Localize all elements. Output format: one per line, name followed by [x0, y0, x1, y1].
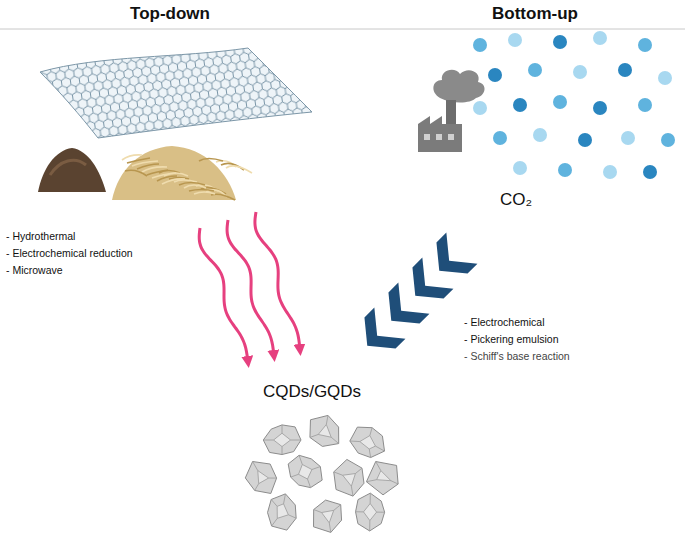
product-label: CQDs/GQDs [263, 382, 361, 402]
co2-dot [618, 63, 632, 77]
graphene-sheet [30, 40, 320, 145]
polyhedron [366, 462, 398, 495]
top-down-arrows [199, 212, 300, 362]
method-item: - Electrochemical reduction [6, 247, 133, 259]
co2-dot [473, 38, 487, 52]
wavy-arrow [227, 220, 274, 356]
method-item: - Hydrothermal [6, 230, 75, 242]
co2-dot [573, 65, 587, 79]
quantum-dots [245, 415, 398, 532]
co2-dot [658, 71, 672, 85]
co2-dot [661, 133, 675, 147]
molecule-label: CO₂ [500, 190, 532, 210]
section-heading: Top-down [130, 4, 210, 24]
co2-dot [473, 101, 487, 115]
polyhedron [310, 415, 339, 446]
method-item: - Pickering emulsion [464, 333, 559, 345]
polyhedron [263, 425, 301, 455]
co2-dot [533, 128, 547, 142]
co2-dot [638, 98, 652, 112]
co2-dot [558, 163, 572, 177]
wavy-arrow [255, 212, 300, 350]
co2-dot [513, 161, 527, 175]
co2-dot [621, 131, 635, 145]
polyhedron [314, 500, 342, 532]
method-item: - Electrochemical [464, 316, 545, 328]
co2-dot [508, 33, 522, 47]
co2-dot [553, 95, 567, 109]
co2-dot [513, 98, 527, 112]
polyhedron [350, 427, 385, 457]
method-item: - Microwave [6, 264, 63, 276]
wavy-arrow [199, 228, 248, 362]
co2-dot [638, 38, 652, 52]
co2-dot [528, 63, 542, 77]
co2-dot [603, 165, 617, 179]
co2-dot [643, 165, 657, 179]
co2-dot [593, 31, 607, 45]
co2-dot [553, 35, 567, 49]
header-rule [0, 29, 685, 30]
section-heading: Bottom-up [492, 4, 578, 24]
co2-molecules [473, 31, 675, 179]
polyhedron [268, 494, 297, 530]
polyhedron [356, 493, 385, 531]
straw-pile [112, 146, 252, 200]
polyhedron [288, 455, 322, 487]
soil-pile [38, 148, 106, 192]
method-item: - Schiff's base reaction [464, 350, 570, 362]
bottom-up-chevrons [352, 233, 478, 362]
co2-dot [578, 133, 592, 147]
co2-dot [488, 68, 502, 82]
co2-dot [593, 101, 607, 115]
polyhedron [245, 462, 276, 494]
polyhedron [334, 459, 364, 496]
co2-dot [493, 131, 507, 145]
